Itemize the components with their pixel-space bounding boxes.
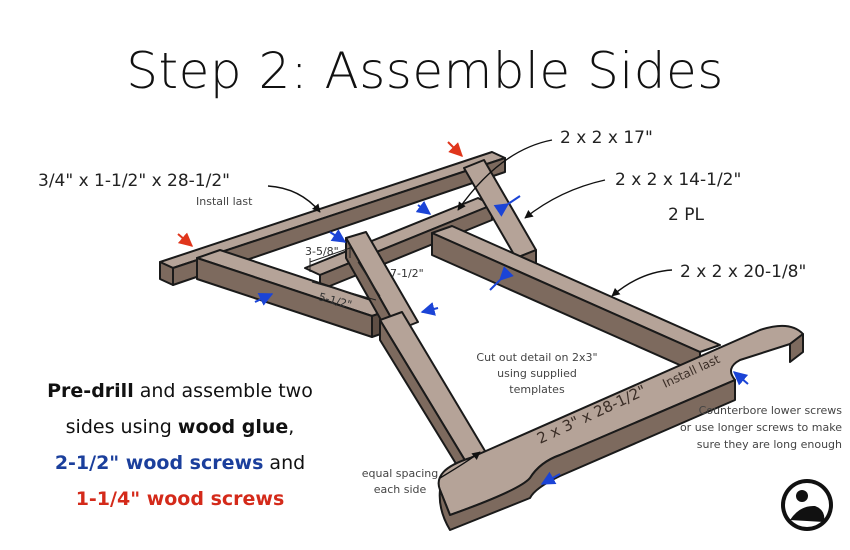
leader-lines [267, 139, 673, 479]
counterbore-note: Counterbore lower screws or use longer s… [679, 404, 842, 451]
dim-3-5-8: 3-5/8" [305, 245, 339, 258]
red-install-arrows [177, 141, 463, 247]
foot [437, 324, 804, 531]
brace-14-label: 2 x 2 x 14-1/2" [615, 170, 742, 190]
brace-17-label: 2 x 2 x 17" [560, 128, 653, 148]
brand-logo-icon [781, 479, 833, 531]
stretcher-20 [431, 225, 721, 375]
stretcher-label: 2 x 2 x 20-1/8" [680, 262, 807, 282]
top-rail-label: 3/4" x 1-1/2" x 28-1/2" [38, 171, 230, 191]
cut-out-note: Cut out detail on 2x3" using supplied te… [476, 351, 598, 396]
top-rail [159, 151, 506, 286]
dim-7-1-2: 7-1/2" [390, 267, 424, 280]
blue-screw-arrows [254, 195, 749, 485]
dimension-lines [309, 244, 381, 301]
install-last-note: Install last [196, 195, 253, 208]
brace-14-qty: 2 PL [668, 205, 704, 225]
page-title: Step 2: Assemble Sides [126, 42, 724, 100]
instructions: Pre-drill and assemble two sides using w… [47, 380, 313, 510]
spacing-note: equal spacing each side [361, 467, 439, 496]
